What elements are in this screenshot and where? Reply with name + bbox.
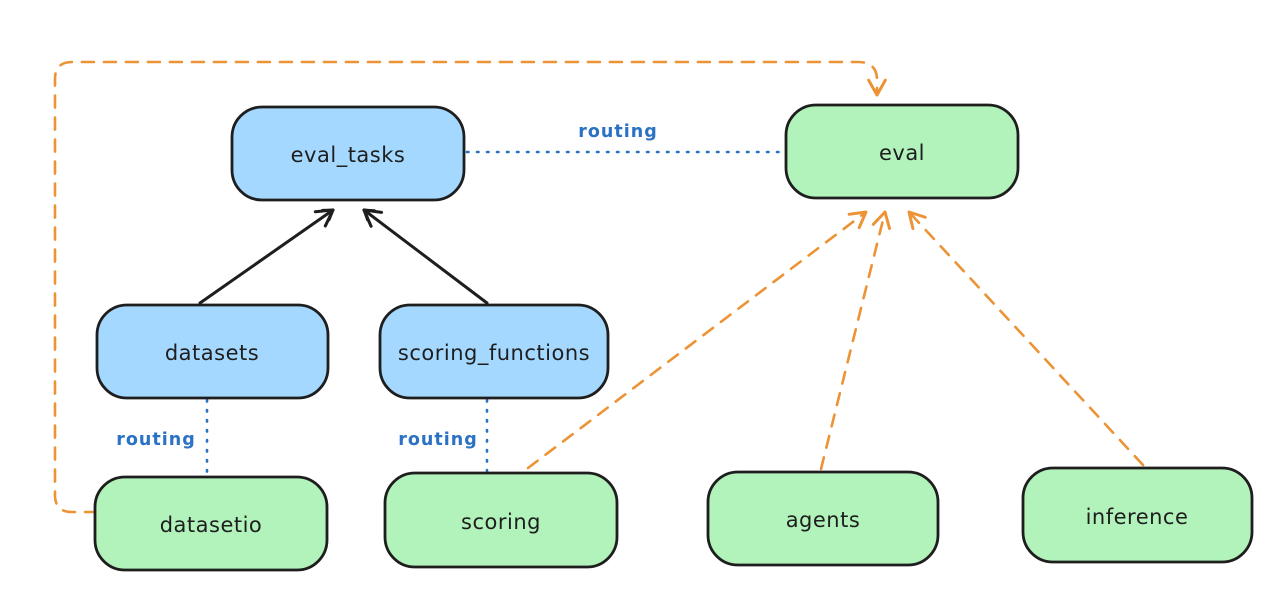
node-inference-box bbox=[1021, 466, 1254, 564]
node-datasets: datasets bbox=[95, 303, 330, 400]
node-inference: inference bbox=[1021, 466, 1254, 564]
node-datasets-label: datasets bbox=[165, 341, 259, 365]
routing-label-datasets-datasetio: routing bbox=[116, 430, 195, 450]
node-agents-box bbox=[706, 470, 940, 567]
node-scoring-box bbox=[383, 471, 619, 569]
node-scoring-functions-box bbox=[378, 303, 610, 400]
node-eval: eval bbox=[784, 103, 1020, 200]
edge-scoring-to-eval bbox=[526, 210, 868, 470]
node-datasetio: datasetio bbox=[93, 475, 329, 572]
node-agents: agents bbox=[706, 470, 940, 567]
edge-agents-to-eval bbox=[819, 210, 892, 471]
node-inference-label: inference bbox=[1086, 505, 1189, 529]
routing-label-eval-tasks-eval: routing bbox=[578, 122, 657, 142]
edge-datasets-to-eval-tasks bbox=[198, 208, 335, 305]
node-eval-label: eval bbox=[879, 141, 925, 165]
node-eval-tasks: eval_tasks bbox=[230, 105, 466, 202]
node-scoring-functions-label: scoring_functions bbox=[398, 341, 590, 366]
edge-datasetio-to-eval bbox=[53, 60, 887, 514]
node-eval-box bbox=[784, 103, 1020, 200]
node-datasets-box bbox=[95, 303, 330, 400]
node-eval-tasks-box bbox=[230, 105, 466, 202]
node-agents-label: agents bbox=[786, 508, 861, 532]
edge-inference-to-eval bbox=[907, 210, 1145, 467]
node-scoring: scoring bbox=[383, 471, 619, 569]
node-eval-tasks-label: eval_tasks bbox=[291, 143, 406, 168]
edge-scoring-functions-to-eval-tasks bbox=[362, 208, 489, 305]
routing-label-scoring-functions-scoring: routing bbox=[398, 430, 477, 450]
node-scoring-functions: scoring_functions bbox=[378, 303, 610, 400]
node-scoring-label: scoring bbox=[461, 510, 541, 534]
node-datasetio-box bbox=[93, 475, 329, 572]
node-datasetio-label: datasetio bbox=[160, 513, 263, 537]
